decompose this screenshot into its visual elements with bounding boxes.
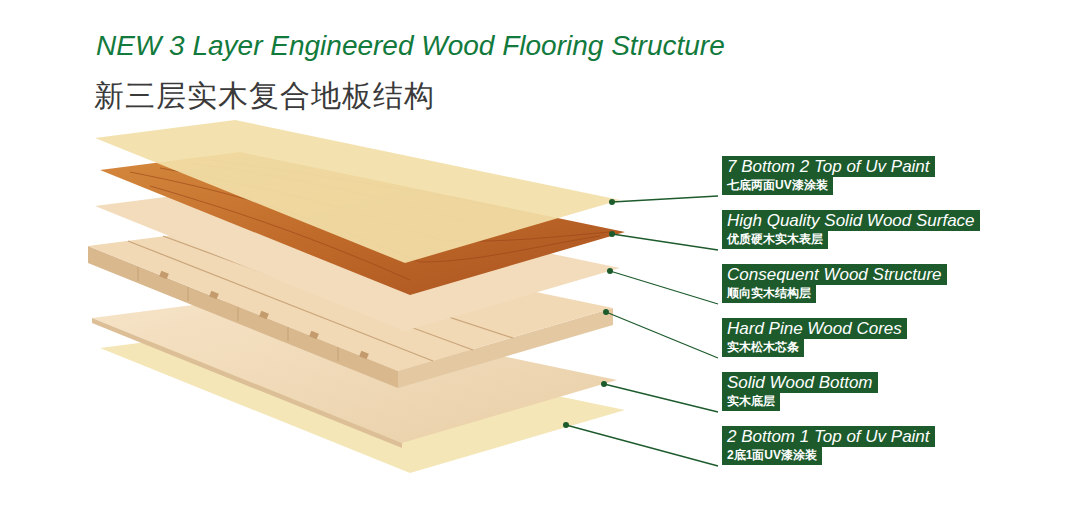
chinese-label: 优质硬木实木表层 bbox=[722, 231, 828, 249]
leader-lines bbox=[566, 196, 718, 466]
english-label: Solid Wood Bottom bbox=[722, 372, 878, 393]
layer-label: Solid Wood Bottom实木底层 bbox=[722, 372, 878, 411]
layer-label: 7 Bottom 2 Top of Uv Paint七底两面UV漆涂装 bbox=[722, 156, 935, 195]
layer-label: Hard Pine Wood Cores实木松木芯条 bbox=[722, 318, 907, 357]
chinese-label: 七底两面UV漆涂装 bbox=[722, 177, 833, 195]
chinese-label: 实木松木芯条 bbox=[722, 339, 804, 357]
english-label: Hard Pine Wood Cores bbox=[722, 318, 907, 339]
english-label: 2 Bottom 1 Top of Uv Paint bbox=[722, 426, 935, 447]
diagram-title: NEW 3 Layer Engineered Wood Flooring Str… bbox=[96, 30, 725, 62]
english-label: High Quality Solid Wood Surface bbox=[722, 210, 980, 231]
chinese-title: 新三层实木复合地板结构 bbox=[94, 76, 435, 117]
leader-dots bbox=[563, 199, 615, 428]
layer-label: High Quality Solid Wood Surface优质硬木实木表层 bbox=[722, 210, 980, 249]
chinese-label: 2底1面UV漆涂装 bbox=[722, 447, 822, 465]
layer-label: 2 Bottom 1 Top of Uv Paint2底1面UV漆涂装 bbox=[722, 426, 935, 465]
chinese-label: 实木底层 bbox=[722, 393, 780, 411]
chinese-label: 顺向实木结构层 bbox=[722, 285, 816, 303]
english-label: 7 Bottom 2 Top of Uv Paint bbox=[722, 156, 935, 177]
english-label: Consequent Wood Structure bbox=[722, 264, 947, 285]
layer-label: Consequent Wood Structure顺向实木结构层 bbox=[722, 264, 947, 303]
uv-top-layer bbox=[95, 120, 620, 263]
